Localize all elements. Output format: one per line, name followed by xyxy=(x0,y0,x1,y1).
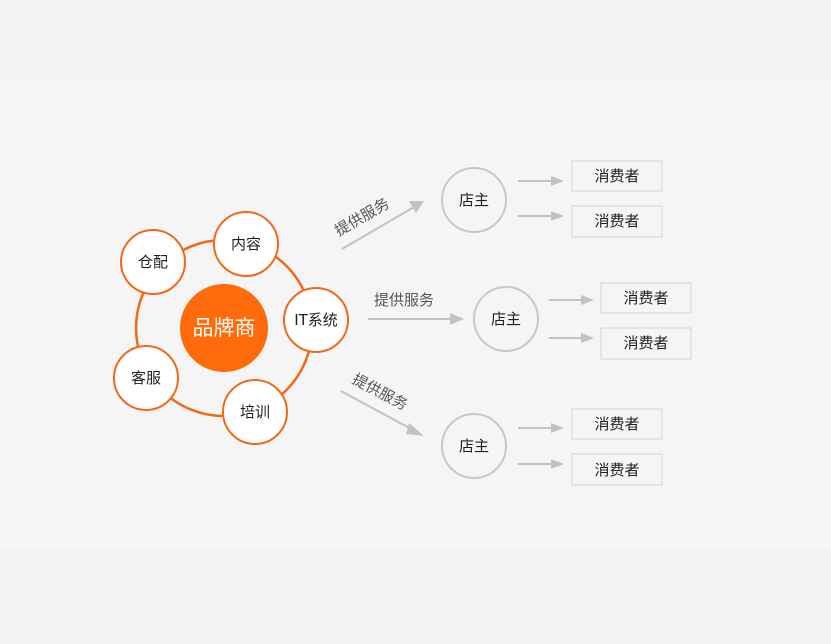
satellite-label: IT系统 xyxy=(294,311,338,329)
satellite-label: 内容 xyxy=(231,235,261,253)
service-label: 提供服务 xyxy=(374,291,434,309)
consumer-box xyxy=(600,282,692,314)
service-arrow-head xyxy=(450,313,464,325)
branch-top: 提供服务 店主 消费者 消费者 xyxy=(332,160,663,250)
shop-label: 店主 xyxy=(491,310,521,328)
service-label: 提供服务 xyxy=(332,194,393,240)
diagram-panel xyxy=(0,84,831,546)
branch-middle: 提供服务 店主 消费者 消费者 xyxy=(368,282,692,360)
consumer-label: 消费者 xyxy=(594,415,639,433)
consumer-label: 消费者 xyxy=(594,461,639,479)
consumer-label: 消费者 xyxy=(594,212,639,230)
consumer-box xyxy=(600,327,692,360)
service-arrow-head xyxy=(406,423,424,436)
shop-node xyxy=(441,167,507,233)
satellite-label: 仓配 xyxy=(138,253,168,271)
satellite-content: 内容 xyxy=(213,211,279,277)
service-arrow xyxy=(340,390,414,431)
satellite-training: 培训 xyxy=(222,379,288,445)
shop-label: 店主 xyxy=(459,437,489,455)
consumer-label: 消费者 xyxy=(623,289,668,307)
service-label: 提供服务 xyxy=(349,370,410,414)
shop-label: 店主 xyxy=(459,191,489,209)
satellite-it-system: IT系统 xyxy=(283,287,349,353)
shop-node xyxy=(441,413,507,479)
consumer-box xyxy=(571,160,663,192)
satellite-label: 培训 xyxy=(240,403,270,421)
satellite-customer-service: 客服 xyxy=(113,345,179,411)
consumer-box xyxy=(571,205,663,238)
branch-bottom: 提供服务 店主 消费者 消费者 xyxy=(340,370,663,486)
consumer-box xyxy=(571,408,663,440)
satellite-label: 客服 xyxy=(131,369,161,387)
consumer-label: 消费者 xyxy=(594,167,639,185)
brand-label: 品牌商 xyxy=(193,316,256,340)
service-arrow xyxy=(341,206,415,250)
shop-node xyxy=(473,286,539,352)
satellite-warehouse: 仓配 xyxy=(120,229,186,295)
service-arrow-head xyxy=(409,201,424,213)
brand-node xyxy=(180,284,268,372)
consumer-box xyxy=(571,453,663,486)
consumer-label: 消费者 xyxy=(623,334,668,352)
brand-hub: 品牌商 仓配 内容 IT系统 培训 客服 xyxy=(113,211,349,445)
